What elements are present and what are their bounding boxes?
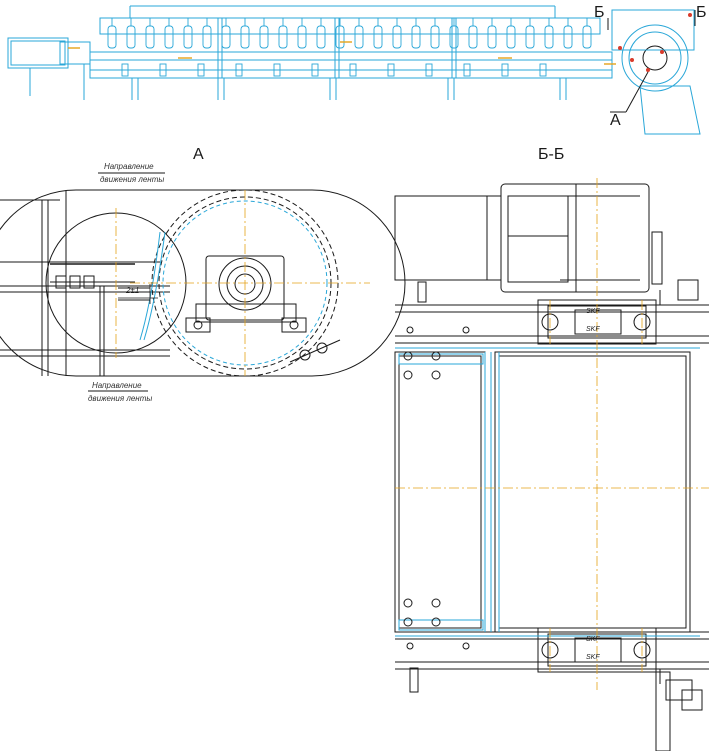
- direction-top-line2: движения ленты: [100, 175, 165, 184]
- return-roller: [387, 63, 395, 77]
- section-markers: [607, 10, 696, 113]
- roller-station: [145, 25, 155, 49]
- roller-station: [297, 25, 307, 49]
- return-roller: [311, 63, 319, 77]
- view-bb-title: Б-Б: [538, 146, 565, 163]
- roller-station: [449, 25, 459, 49]
- return-roller: [121, 63, 129, 77]
- roller-station: [202, 25, 212, 49]
- return-roller: [197, 63, 205, 77]
- direction-top-line1: Направление: [104, 162, 154, 171]
- roller-station: [240, 25, 250, 49]
- roller-station: [468, 25, 478, 49]
- view-a-centerlines: [115, 190, 370, 376]
- roller-station: [430, 25, 440, 49]
- view-a-title: А: [193, 146, 204, 163]
- view-bb-centerlines: [395, 178, 709, 690]
- roller-station: [126, 25, 136, 49]
- roller-station: [164, 25, 174, 49]
- section-mark-left: Б: [594, 4, 605, 21]
- roller-station: [278, 25, 288, 49]
- roller-station: [221, 25, 231, 49]
- callout-a-label: А: [610, 112, 621, 129]
- return-roller: [159, 63, 167, 77]
- roller-station: [544, 25, 554, 49]
- bearing-brand-top-2: SKF: [586, 326, 600, 333]
- return-roller: [463, 63, 471, 77]
- bearing-brand-bottom-1: SKF: [586, 636, 600, 643]
- red-accents: [618, 13, 692, 72]
- return-roller: [425, 63, 433, 77]
- roller-station: [525, 25, 535, 49]
- view-a-detail: [0, 172, 406, 392]
- roller-station: [183, 25, 193, 49]
- bearing-brand-bottom-2: SKF: [586, 654, 600, 661]
- roller-station: [259, 25, 269, 49]
- direction-bottom-line2: движения ленты: [88, 394, 153, 403]
- orange-marks: [68, 41, 616, 65]
- roller-stations: [107, 18, 592, 77]
- roller-station: [373, 25, 383, 49]
- roller-station: [354, 25, 364, 49]
- roller-station: [335, 25, 345, 49]
- conveyor-general-view: [7, 5, 701, 135]
- return-roller: [273, 63, 281, 77]
- view-bb-blue: [395, 347, 700, 637]
- section-mark-right: Б: [696, 4, 707, 21]
- return-roller: [501, 63, 509, 77]
- roller-station: [506, 25, 516, 49]
- return-roller: [539, 63, 547, 77]
- roller-station: [392, 25, 402, 49]
- roller-station: [411, 25, 421, 49]
- direction-bottom-line1: Направление: [92, 381, 142, 390]
- roller-station: [582, 25, 592, 49]
- roller-station: [563, 25, 573, 49]
- roller-station: [107, 25, 117, 49]
- return-roller: [235, 63, 243, 77]
- bearing-brand-top-1: SKF: [586, 308, 600, 315]
- view-bb-bolts: [403, 326, 470, 650]
- view-bb-section: [394, 183, 709, 751]
- clearance-dimension-label: 2±1: [126, 286, 140, 295]
- roller-station: [487, 25, 497, 49]
- roller-station: [316, 25, 326, 49]
- return-roller: [349, 63, 357, 77]
- clearance-dimension: [118, 284, 158, 304]
